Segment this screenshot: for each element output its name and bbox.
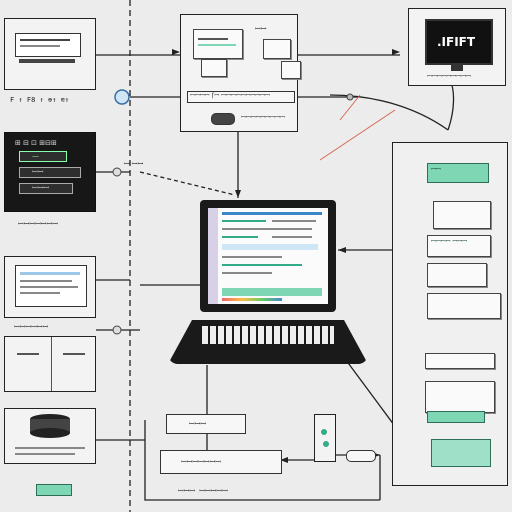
top-center-caption: ꟷꟷꟷꟷꟷꟷꟷꟷꟷ: [241, 114, 285, 121]
top-right-box: .IFIFT ꟷꟷꟷꟷꟷꟷꟷꟷꟷ: [408, 8, 506, 86]
left-mid-caption: ꟷꟷꟷꟷꟷꟷ: [14, 323, 49, 331]
right-card-2: ꟷꟷꟷꟷ ꟷꟷꟷ: [427, 235, 491, 257]
bottom-caption: ꟷꟷꟷ ꟷꟷꟷꟷꟷ: [178, 487, 228, 495]
right-card-4: [427, 293, 501, 319]
left-dark-box: ⊞ ⊟ ⊡ ⊞⊟⊞ — ꟷꟷ ꟷꟷꟷ: [4, 132, 96, 212]
top-center-label: ꟷꟷ: [255, 25, 267, 33]
monitor-screen: .IFIFT: [425, 19, 493, 65]
top-center-box: ꟷꟷ ꟷꟷꟷꟷ Ꞅꟷ ꟷꟷꟷꟷꟷꟷꟷꟷꟷꟷ ꟷꟷꟷꟷꟷꟷꟷꟷꟷ: [180, 14, 301, 132]
laptop-screen: [208, 208, 328, 304]
mid-caption: ꟷ ꟷꟷ: [124, 160, 144, 168]
top-card-4: [281, 61, 301, 79]
left-db-box: [4, 408, 96, 464]
dark-button-1[interactable]: —: [19, 151, 67, 162]
monitor-brand: .IFIFT: [437, 35, 476, 49]
right-card-6: [425, 381, 495, 413]
top-center-toggle[interactable]: [211, 113, 235, 125]
right-panel: ꟷꟷ ꟷꟷꟷꟷ ꟷꟷꟷ: [392, 142, 508, 486]
right-teal-card-3: [431, 439, 491, 467]
right-card-5: [425, 353, 495, 369]
left-top-stand: [19, 59, 75, 63]
left-mid-box: [4, 256, 96, 318]
right-card-3: [427, 263, 487, 287]
bottom-small-box: [314, 414, 336, 462]
monitor-subtitle: ꟷꟷꟷꟷꟷꟷꟷꟷꟷ: [427, 73, 471, 80]
right-teal-card-1: ꟷꟷ: [427, 163, 489, 183]
right-card-1: [433, 201, 491, 229]
bottom-pill: [346, 450, 376, 462]
bottom-box-2: ꟷꟷꟷꟷꟷꟷꟷ: [160, 450, 282, 474]
left-top-box: [4, 18, 96, 90]
left-top-caption: F ↑ F8 ↑ ⊕↑ ≋↑: [10, 96, 70, 104]
laptop-base: [168, 320, 368, 364]
dark-button-2[interactable]: ꟷꟷ: [19, 167, 81, 178]
dark-button-3[interactable]: ꟷꟷꟷ: [19, 183, 73, 194]
database-icon: [30, 414, 70, 438]
right-teal-card-2: [427, 411, 485, 423]
bottom-box-1: ꟷꟷꟷ: [166, 414, 246, 434]
top-card-1: [193, 29, 243, 59]
laptop-bezel: [200, 200, 336, 312]
top-card-2: [263, 39, 291, 59]
dark-box-title: ⊞ ⊟ ⊡ ⊞⊟⊞: [15, 139, 57, 147]
top-center-bar: ꟷꟷꟷꟷ Ꞅꟷ ꟷꟷꟷꟷꟷꟷꟷꟷꟷꟷ: [187, 91, 295, 103]
left-lower-box: [4, 336, 96, 392]
left-top-window: [15, 33, 81, 57]
laptop: [168, 200, 368, 370]
top-card-3: [201, 59, 227, 77]
left-dark-caption: ꟷꟷꟷꟷꟷꟷꟷ: [18, 220, 58, 228]
left-mid-window: [15, 265, 87, 307]
left-teal-tag: [36, 484, 72, 496]
laptop-keyboard: [202, 326, 334, 344]
